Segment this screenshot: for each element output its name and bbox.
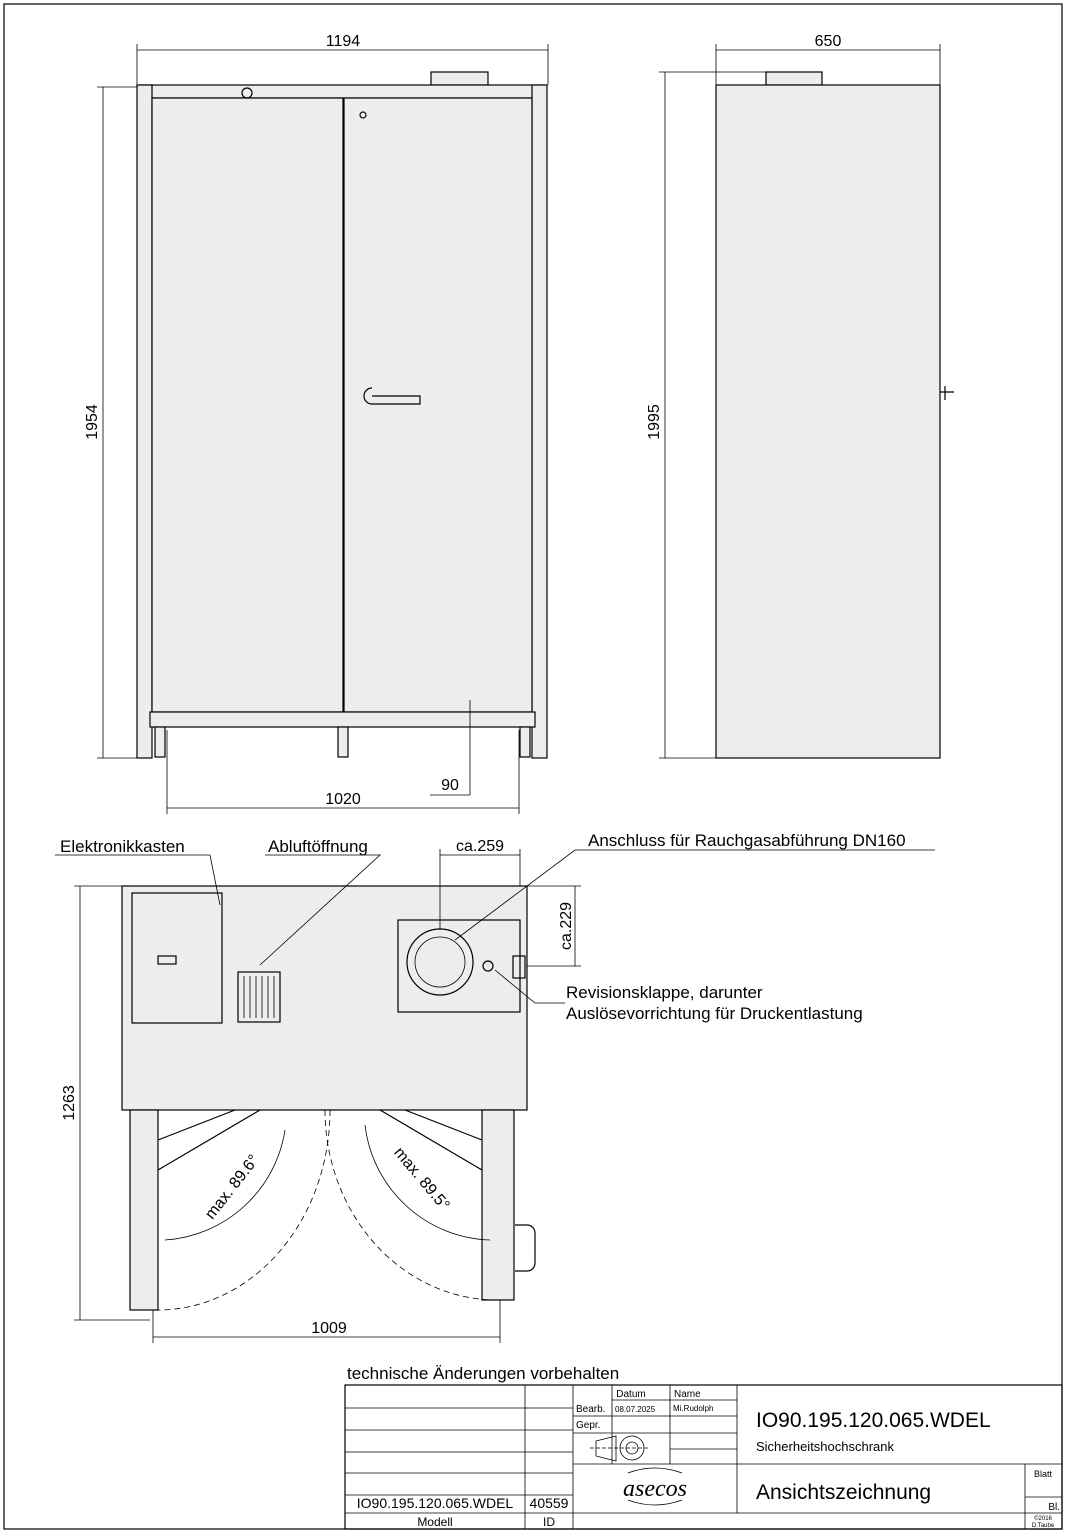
bearb-date: 08.07.2025 — [615, 1405, 656, 1414]
top-vent — [430, 71, 489, 86]
flue-inner — [414, 936, 466, 988]
id-value: 40559 — [530, 1495, 569, 1511]
right-door-open — [481, 1109, 515, 1301]
asecos-logo: asecos — [623, 1476, 687, 1502]
right-post — [531, 84, 548, 759]
base-dim: 1020 — [325, 791, 361, 808]
label-revision-1: Revisionsklappe, darunter — [566, 983, 763, 1002]
left-door-open — [129, 1109, 159, 1311]
left-foot — [154, 726, 166, 758]
copyright-author: D.Taube — [1032, 1523, 1055, 1529]
product-name: Sicherheitshochschrank — [756, 1439, 895, 1454]
height-dim: 1954 — [84, 404, 101, 440]
copyright-year: ©2016 — [1034, 1515, 1052, 1522]
bl-label: Bl. — [1048, 1502, 1060, 1513]
label-revision-2: Auslösevorrichtung für Druckentlastung — [566, 1004, 863, 1023]
dim-259: ca.259 — [456, 838, 504, 855]
drawing-type: Ansichtszeichnung — [756, 1481, 931, 1504]
projection-symbol — [590, 1435, 648, 1462]
blatt-label: Blatt — [1034, 1469, 1053, 1479]
open-door-handle — [515, 1224, 536, 1272]
bearb-name: Mi.Rudolph — [673, 1404, 713, 1413]
right-stay — [379, 1109, 483, 1171]
model-value: IO90.195.120.065.WDEL — [357, 1495, 514, 1511]
electronics-box — [131, 892, 223, 1024]
left-angle-arc — [164, 1129, 286, 1241]
left-stay — [157, 1109, 261, 1171]
door-handle — [363, 387, 421, 405]
flue-connection-box — [397, 919, 521, 1013]
drawing-number: IO90.195.120.065.WDEL — [756, 1409, 991, 1432]
plan-body — [121, 885, 528, 1111]
right-door — [343, 97, 533, 713]
front-view: 1194 1954 1020 90 — [84, 33, 549, 814]
left-door — [151, 97, 344, 713]
top-plinth — [139, 84, 546, 99]
angle-left: max. 89.6° — [202, 1152, 263, 1223]
label-flue: Anschluss für Rauchgasabführung DN160 — [588, 831, 906, 850]
keyhole-icon — [359, 111, 367, 119]
width-dim: 1194 — [326, 33, 361, 50]
datum-header: Datum — [616, 1389, 645, 1400]
label-electronics: Elektronikkasten — [60, 837, 185, 856]
side-body — [715, 84, 941, 759]
right-angle-arc — [364, 1124, 491, 1241]
angle-right: max. 89.5° — [390, 1144, 452, 1214]
id-label: ID — [543, 1515, 555, 1529]
right-swing-arc — [324, 1109, 498, 1301]
depth-dim: 650 — [815, 33, 842, 50]
change-note: technische Änderungen vorbehalten — [347, 1364, 619, 1383]
base-frame — [149, 711, 536, 728]
name-header: Name — [674, 1389, 701, 1400]
side-handle — [940, 386, 954, 400]
foot-dim: 90 — [441, 777, 459, 794]
dim-depth: 1263 — [61, 1085, 78, 1121]
bearb-label: Bearb. — [576, 1404, 605, 1415]
latch — [512, 955, 526, 979]
dim-width: 1009 — [311, 1320, 347, 1337]
dim-229: ca.229 — [558, 902, 575, 950]
left-swing-arc — [157, 1109, 331, 1311]
label-exhaust: Abluftöffnung — [268, 837, 368, 856]
center-foot — [337, 726, 349, 758]
side-view: 650 1995 — [646, 33, 954, 759]
side-height-dim: 1995 — [646, 404, 663, 440]
electronics-display — [157, 955, 177, 965]
left-post — [136, 84, 153, 759]
lock-icon — [241, 87, 253, 99]
model-label: Modell — [417, 1515, 452, 1529]
right-foot — [519, 726, 531, 758]
vent-grid — [243, 976, 275, 1018]
exhaust-vent — [237, 971, 281, 1023]
side-top-vent — [765, 71, 823, 86]
title-block: Datum Name Bearb. 08.07.2025 Mi.Rudolph … — [344, 1384, 1063, 1530]
revision-flap-icon — [482, 960, 494, 972]
gepr-label: Gepr. — [576, 1420, 600, 1431]
plan-view: Elektronikkasten Abluftöffnung Anschluss… — [55, 831, 935, 1343]
logo-swoosh — [627, 1467, 683, 1506]
